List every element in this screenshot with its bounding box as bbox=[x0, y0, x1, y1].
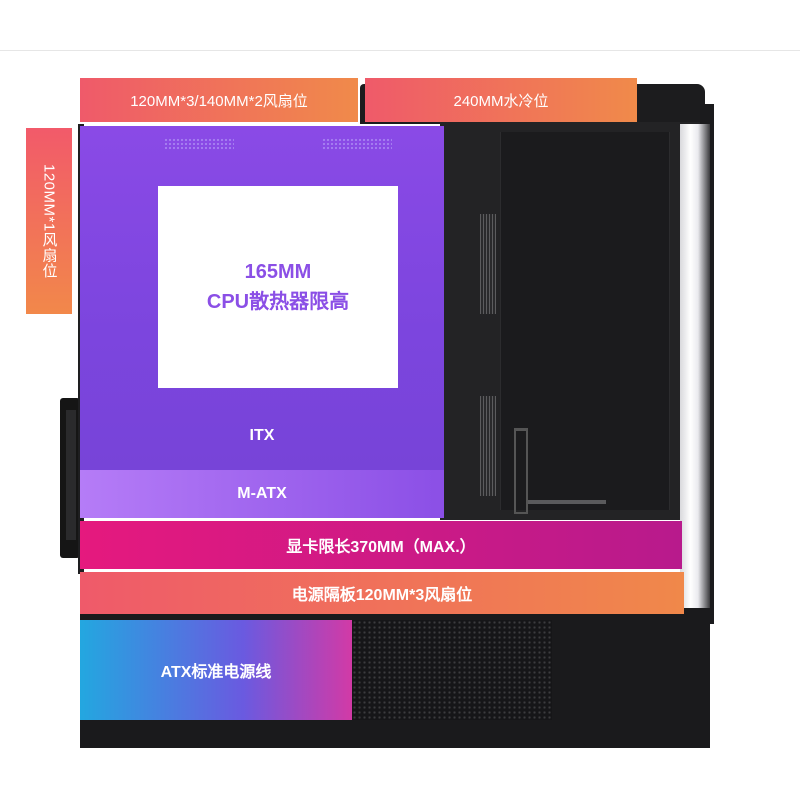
gpu-length-label: 显卡限长370MM（MAX.） bbox=[80, 521, 682, 569]
motherboard-tray bbox=[500, 132, 670, 510]
psu-mesh-vent bbox=[352, 620, 552, 720]
front-glass-panel bbox=[680, 124, 710, 624]
top-divider bbox=[0, 50, 800, 51]
cable-grommet-upper bbox=[480, 214, 496, 314]
cpu-cooler-area: 165MM CPU散热器限高 bbox=[158, 186, 398, 388]
case-foot-right bbox=[582, 726, 694, 748]
pci-bracket bbox=[514, 428, 528, 514]
psu-cable-label: ATX标准电源线 bbox=[80, 620, 352, 720]
matx-label: M-ATX bbox=[80, 470, 444, 518]
case-foot-left bbox=[88, 726, 200, 748]
rear-io-slot bbox=[66, 410, 76, 540]
cpu-height-text: CPU散热器限高 bbox=[206, 291, 350, 313]
top-fan-label: 120MM*3/140MM*2风扇位 bbox=[80, 78, 358, 122]
pci-bracket-bar bbox=[528, 500, 606, 504]
rear-fan-label-text: 120MM*1风扇位 bbox=[40, 163, 58, 279]
rear-fan-label: 120MM*1风扇位 bbox=[26, 128, 72, 314]
top-radiator-label: 240MM水冷位 bbox=[365, 78, 637, 122]
psu-shroud-fan-label: 电源隔板120MM*3风扇位 bbox=[80, 572, 684, 614]
itx-label: ITX bbox=[249, 427, 275, 444]
cable-grommet-lower bbox=[480, 396, 496, 496]
cpu-height-value: 165MM bbox=[244, 261, 312, 283]
